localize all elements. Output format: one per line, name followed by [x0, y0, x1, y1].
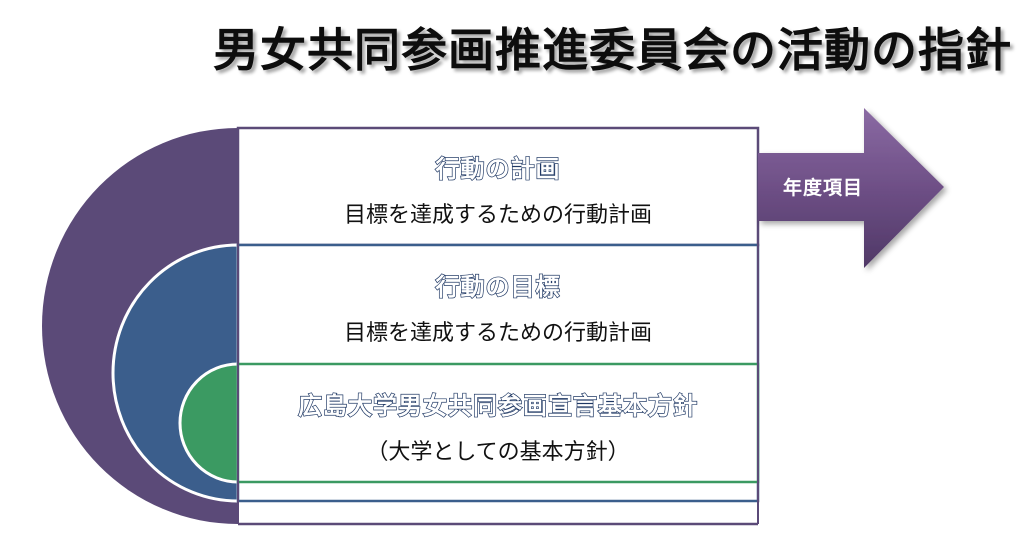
year-items-arrow: [758, 108, 944, 268]
arrow-label: 年度項目: [783, 176, 863, 199]
layer-plan-heading: 行動の計画: [435, 155, 561, 183]
layer-policy-heading: 広島大学男女共同参画宣言基本方針: [298, 392, 698, 420]
layer-plan-body: 目標を達成するための行動計画: [344, 203, 652, 228]
layer-goal-heading: 行動の目標: [435, 273, 561, 301]
page-title: 男女共同参画推進委員会の活動の指針: [213, 23, 1012, 77]
inner-arc: [178, 362, 240, 484]
layer-policy-body: （大学としての基本方針）: [366, 440, 629, 465]
layer-goal-body: 目標を達成するための行動計画: [344, 321, 652, 346]
